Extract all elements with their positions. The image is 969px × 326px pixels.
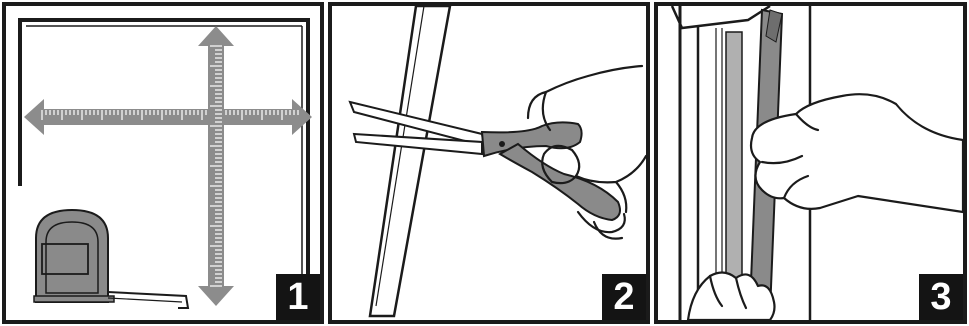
step-2-illustration	[332, 6, 646, 320]
step-number-badge: 2	[602, 274, 646, 320]
weatherstrip-piece	[370, 6, 450, 316]
horizontal-measure-arrow	[24, 99, 312, 135]
step-1-illustration	[6, 6, 320, 320]
tape-measure-icon	[34, 210, 188, 308]
step-number-badge: 3	[919, 274, 963, 320]
step-2-panel: 2	[328, 2, 650, 324]
step-3-panel: 3	[654, 2, 967, 324]
hand-icon	[528, 66, 646, 239]
step-number-badge: 1	[276, 274, 320, 320]
hand-press-icon	[751, 94, 963, 212]
step-3-illustration	[658, 6, 963, 320]
vertical-measure-arrow	[198, 26, 234, 306]
step-1-panel: 1	[2, 2, 324, 324]
